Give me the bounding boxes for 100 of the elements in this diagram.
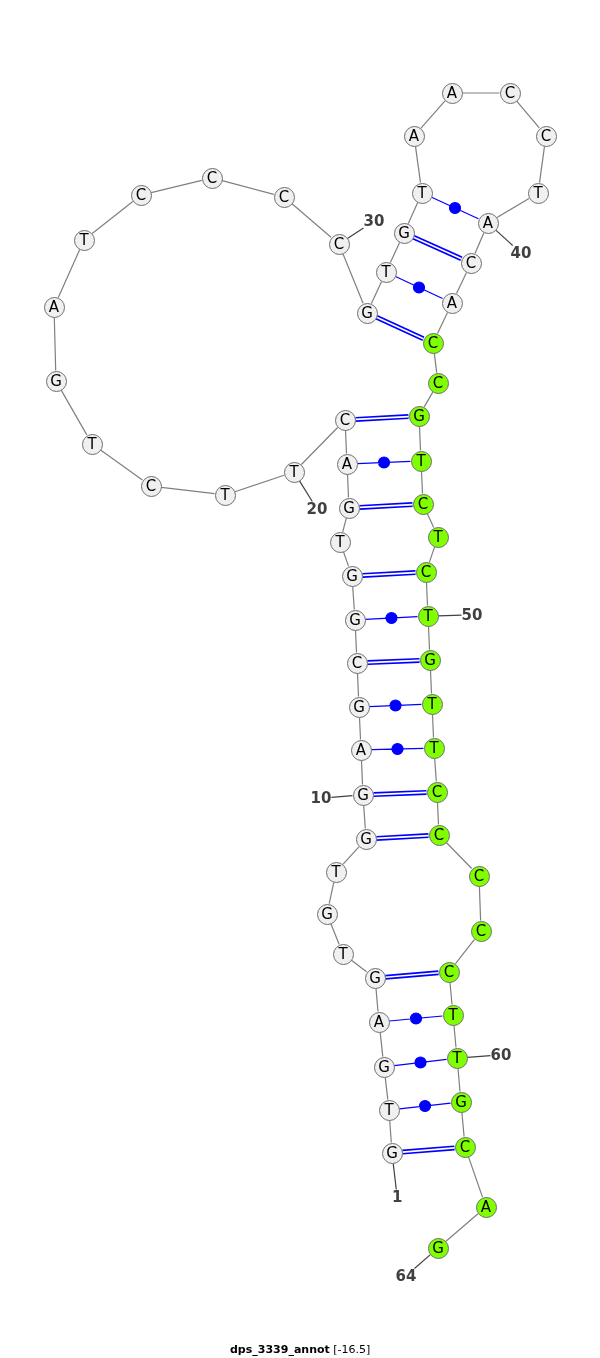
backbone-line: [420, 470, 424, 495]
backbone-line: [538, 145, 546, 184]
backbone-line: [379, 1031, 384, 1058]
position-number: 40: [510, 245, 532, 261]
backbone-line: [461, 92, 501, 94]
backbone-line: [342, 551, 350, 567]
base-pair-line: [370, 742, 425, 756]
base-pair-line: [367, 657, 420, 666]
backbone-line: [436, 801, 440, 826]
leader-line: [413, 1254, 431, 1270]
nucleotide-node: G: [316, 903, 338, 925]
nucleotide-node: T: [378, 1099, 400, 1121]
base-pair-line: [376, 833, 429, 841]
caption: dps_3339_annot [-16.5]: [230, 1342, 371, 1356]
base-pair-line: [394, 275, 444, 300]
nucleotide-node: T: [283, 461, 305, 483]
backbone-line: [91, 200, 134, 235]
nucleotide-node: T: [329, 531, 351, 553]
nucleotide-node: A: [43, 296, 65, 318]
backbone-line: [100, 449, 143, 481]
nucleotide-node: T: [421, 693, 443, 715]
base-pair-line: [355, 414, 409, 422]
nucleotide-node: T: [73, 229, 95, 251]
leader-line: [466, 1055, 492, 1058]
leader-line: [347, 227, 365, 239]
nucleotide-node: T: [423, 737, 445, 759]
backbone-line: [467, 1156, 484, 1198]
backbone-line: [429, 669, 433, 695]
nucleotide-node: C: [460, 252, 482, 274]
base-pair-line: [412, 235, 463, 261]
base-pair-line: [362, 570, 416, 578]
nucleotide-node: C: [273, 186, 295, 208]
nucleotide-node: T: [527, 182, 549, 204]
nucleotide-node: C: [470, 920, 492, 942]
backbone-line: [418, 425, 422, 452]
backbone-line: [474, 232, 485, 254]
backbone-line: [344, 429, 348, 455]
base-pair-line: [431, 196, 479, 220]
backbone-line: [425, 581, 429, 607]
leader-line: [392, 1162, 397, 1191]
base-pair-line: [368, 699, 423, 712]
nucleotide-node: C: [140, 475, 162, 497]
backbone-line: [453, 1024, 457, 1049]
backbone-line: [342, 253, 364, 304]
nucleotide-node: C: [426, 781, 448, 803]
base-pair-line: [388, 1012, 444, 1025]
position-number: 1: [392, 1189, 403, 1205]
position-number: 64: [395, 1268, 417, 1284]
nucleotide-node: T: [411, 182, 433, 204]
backbone-line: [431, 713, 435, 739]
backbone-line: [57, 249, 81, 298]
backbone-line: [354, 629, 358, 654]
nucleotide-node: T: [325, 861, 347, 883]
backbone-line: [426, 513, 435, 528]
nucleotide-node: G: [364, 967, 386, 989]
backbone-line: [389, 241, 401, 264]
backbone-line: [60, 389, 88, 436]
backbone-line: [433, 352, 438, 374]
backbone-line: [384, 1076, 389, 1101]
backbone-line: [461, 1111, 465, 1138]
backbone-line: [454, 938, 476, 965]
backbone-line: [342, 846, 360, 865]
nucleotide-node: T: [375, 261, 397, 283]
backbone-line: [328, 881, 335, 905]
nucleotide-node: C: [422, 332, 444, 354]
leader-line: [495, 229, 514, 247]
nucleotide-node: C: [427, 372, 449, 394]
base-pair-line: [385, 970, 439, 980]
backbone-line: [160, 486, 216, 495]
nucleotide-node: C: [415, 561, 437, 583]
nucleotide-node: C: [130, 184, 152, 206]
backbone-line: [420, 100, 446, 129]
leader-line: [437, 614, 463, 617]
backbone-line: [457, 1067, 461, 1093]
backbone-line: [445, 1213, 479, 1242]
nucleotide-node: G: [355, 828, 377, 850]
nucleotide-node: C: [499, 82, 521, 104]
backbone-line: [370, 280, 383, 305]
nucleotide-node: A: [475, 1196, 497, 1218]
backbone-line: [221, 180, 275, 195]
nucleotide-node: G: [344, 609, 366, 631]
nucleotide-node: A: [350, 739, 372, 761]
backbone-line: [478, 885, 482, 922]
nucleotide-node: G: [338, 497, 360, 519]
base-pair-line: [402, 1145, 455, 1155]
backbone-line: [389, 1119, 392, 1144]
nucleotide-node: C: [334, 409, 356, 431]
nucleotide-node: T: [410, 450, 432, 472]
leader-line: [298, 480, 313, 503]
nucleotide-node: T: [427, 526, 449, 548]
nucleotide-node: C: [468, 865, 490, 887]
nucleotide-node: C: [346, 652, 368, 674]
nucleotide-node: A: [368, 1011, 390, 1033]
position-number: 20: [306, 501, 328, 517]
nucleotide-node: G: [393, 222, 415, 244]
backbone-line: [423, 391, 434, 408]
nucleotide-node: G: [356, 302, 378, 324]
position-number: 50: [461, 607, 483, 623]
nucleotide-node: A: [403, 125, 425, 147]
backbone-line: [350, 959, 368, 973]
